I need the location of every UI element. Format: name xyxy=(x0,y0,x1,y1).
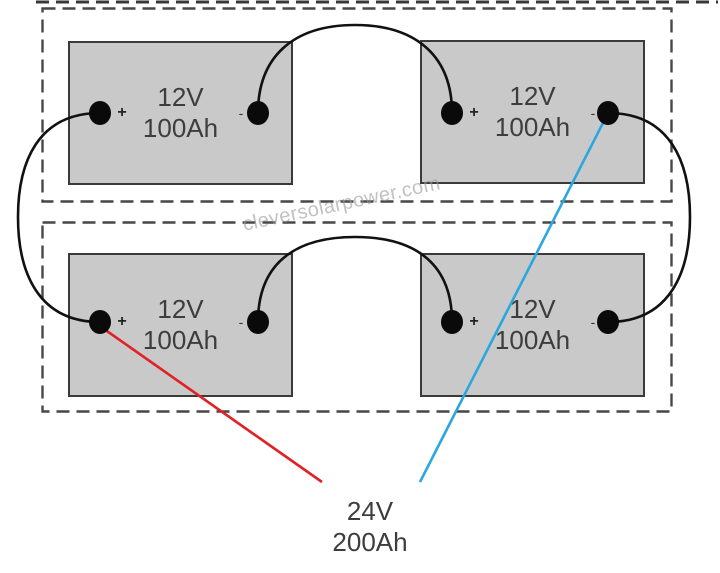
output-voltage: 24V xyxy=(346,496,394,526)
battery-top-right: 12V 100Ah xyxy=(420,40,645,184)
battery-voltage: 12V xyxy=(157,82,204,112)
negative-sign: - xyxy=(238,314,244,330)
battery-voltage: 12V xyxy=(509,294,556,324)
battery-top-left: 12V 100Ah xyxy=(68,41,293,185)
negative-sign: - xyxy=(590,314,596,330)
battery-bottom-right: 12V 100Ah xyxy=(420,253,645,397)
negative-sign: - xyxy=(238,105,244,121)
battery-voltage: 12V xyxy=(509,81,556,111)
positive-sign: + xyxy=(469,313,479,330)
output-rating-label: 24V 200Ah xyxy=(290,496,450,558)
battery-capacity: 100Ah xyxy=(494,112,571,142)
battery-bottom-left: 12V 100Ah xyxy=(68,253,293,397)
positive-sign: + xyxy=(117,104,127,121)
battery-capacity: 100Ah xyxy=(494,325,571,355)
positive-sign: + xyxy=(117,313,127,330)
battery-capacity: 100Ah xyxy=(142,325,219,355)
output-capacity: 200Ah xyxy=(332,527,408,557)
positive-sign: + xyxy=(469,104,479,121)
negative-sign: - xyxy=(590,105,596,121)
battery-voltage: 12V xyxy=(157,294,204,324)
battery-capacity: 100Ah xyxy=(142,113,219,143)
